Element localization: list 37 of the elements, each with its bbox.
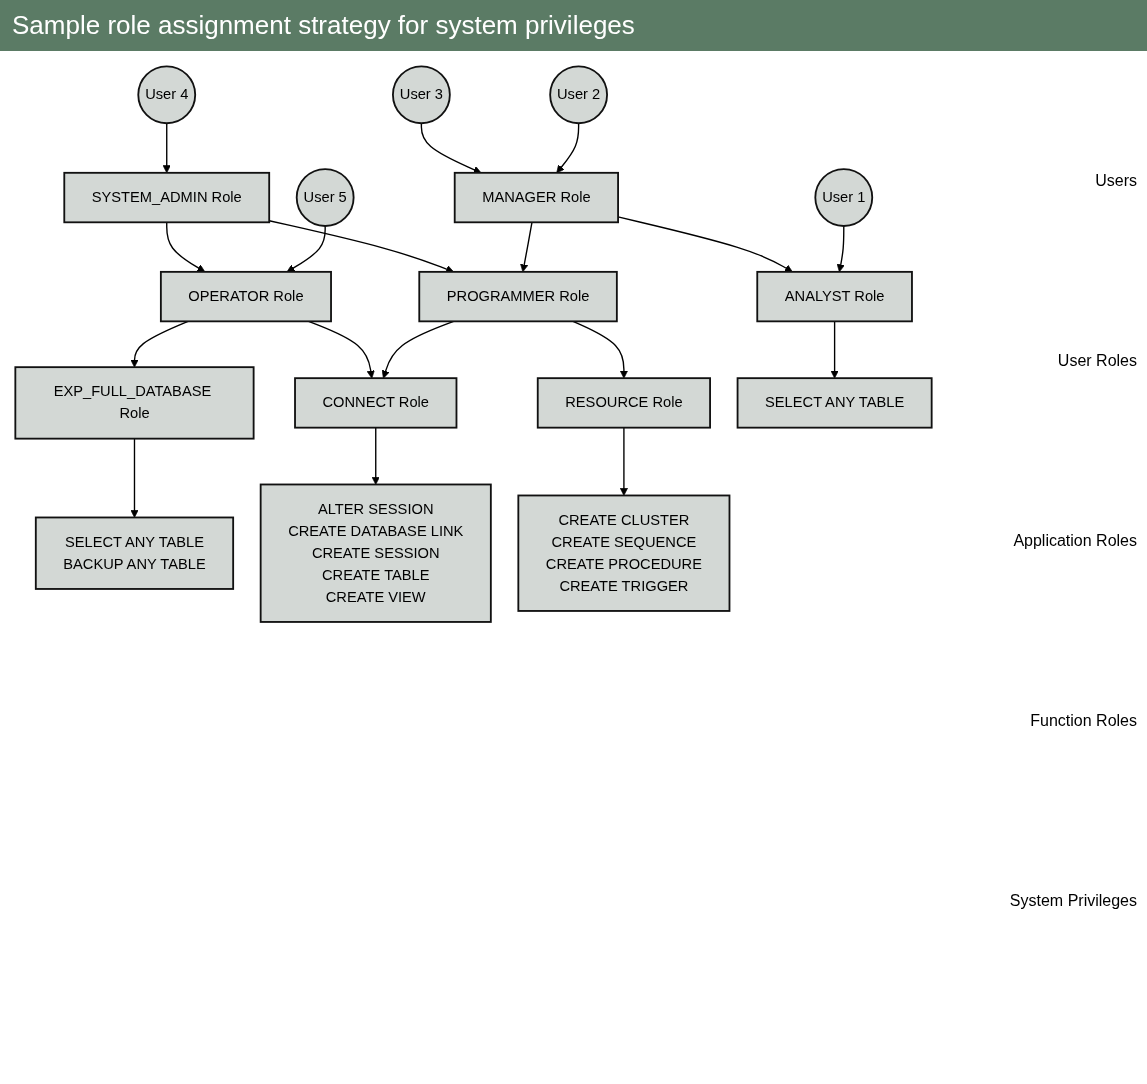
node-box: ANALYST Role	[756, 270, 913, 323]
node-box: MANAGER Role	[453, 171, 619, 224]
arrow	[166, 221, 206, 273]
node-box: SYSTEM_ADMIN Role	[63, 171, 271, 224]
tier-label: Function Roles	[1030, 712, 1137, 730]
arrow	[268, 220, 454, 273]
node-box: EXP_FULL_DATABASE Role	[14, 366, 255, 440]
node-box: PROGRAMMER Role	[418, 270, 618, 323]
arrow	[162, 122, 171, 174]
arrow	[371, 426, 380, 485]
node-box: ALTER SESSION CREATE DATABASE LINK CREATE SESSION CREATE TABLE CREATE VIEW	[259, 483, 492, 623]
arrow	[556, 122, 580, 174]
arrow	[572, 320, 628, 379]
node-box: RESOURCE Role	[536, 377, 711, 429]
arrow	[286, 225, 326, 273]
arrow	[619, 426, 628, 496]
node-box: CONNECT Role	[294, 377, 458, 429]
tier-label: Users	[1095, 172, 1137, 190]
node-circle: User 3	[392, 65, 451, 125]
title-bar: Sample role assignment strategy for system privileges	[0, 0, 1147, 51]
arrow	[830, 320, 839, 379]
arrow	[130, 437, 139, 518]
node-box: SELECT ANY TABLE	[736, 377, 933, 429]
arrow	[520, 221, 533, 273]
tier-label: System Privileges	[1009, 892, 1137, 910]
node-circle: User 5	[295, 168, 355, 227]
node-box: CREATE CLUSTER CREATE SEQUENCE CREATE PROCEDURE CREATE TRIGGER	[517, 494, 731, 612]
node-circle: User 2	[549, 65, 608, 125]
node-box: OPERATOR Role	[159, 270, 332, 323]
arrow	[836, 225, 845, 273]
node-box: SELECT ANY TABLE BACKUP ANY TABLE	[34, 516, 235, 590]
arrow	[420, 122, 482, 174]
arrow	[130, 320, 189, 368]
node-circle: User 1	[814, 168, 874, 227]
node-circle: User 4	[137, 65, 197, 125]
tier-label: User Roles	[1057, 352, 1137, 370]
tier-label: Application Roles	[1013, 532, 1137, 550]
